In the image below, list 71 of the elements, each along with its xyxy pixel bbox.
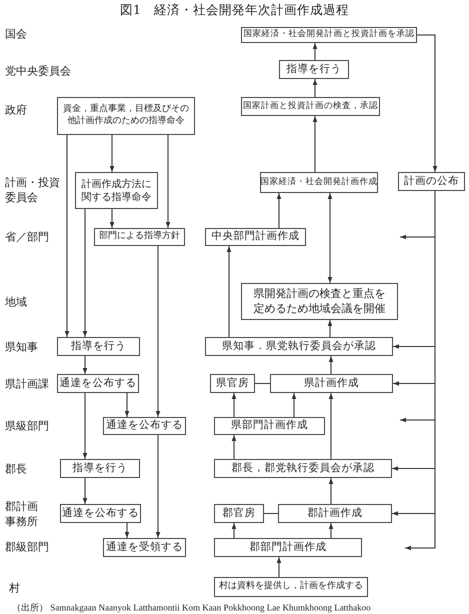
arrow — [82, 478, 88, 504]
row-label: 省／部門 — [5, 230, 49, 244]
process-box: 郡長，郡党執行委員会が承認 — [214, 459, 392, 478]
process-box: 通達を公布する — [60, 504, 141, 523]
row-label: 県知事 — [5, 340, 38, 354]
process-box: 指導を行う — [57, 337, 140, 356]
arrow — [156, 434, 160, 538]
arrow — [312, 42, 318, 60]
process-box: 郡計画作成 — [278, 504, 392, 523]
process-box: 国家計画と投資計画の検査，承認 — [241, 97, 380, 116]
arrow — [64, 134, 70, 338]
arrow — [166, 134, 170, 228]
row-label: 県計画課 — [5, 376, 49, 392]
arrow — [124, 522, 130, 538]
arrow — [110, 208, 114, 228]
process-box: 郡官房 — [214, 504, 264, 523]
source-note: （出所） Samnakgaan Naanyok Latthamontii Kom Kaan Pokkhoong Lae Khumkhoong Latthakoo — [12, 602, 371, 614]
process-box: 県部門計画作成 — [214, 417, 325, 435]
process-box: 国家経済・社会開発計画作成 — [260, 172, 378, 193]
arrow — [416, 34, 438, 172]
arrow — [232, 434, 236, 460]
process-box: 指導を行う — [60, 459, 140, 478]
arrow — [110, 134, 114, 172]
row-label: 郡計画事務所 — [5, 499, 39, 529]
arrow — [328, 320, 332, 338]
arrow — [232, 392, 236, 418]
process-box: 県開発計画の検査と重点を定めるため地域会議を開催 — [241, 283, 398, 320]
process-box: 通達を受領する — [103, 538, 186, 557]
process-box: 指導を行う — [279, 60, 349, 79]
arrow — [328, 522, 334, 538]
process-box: 計画の公布 — [398, 172, 465, 191]
row-label: 計画・投資委員会 — [5, 175, 61, 205]
row-label: 政府 — [5, 102, 27, 118]
arrow — [82, 356, 88, 374]
process-box: 中央部門計画作成 — [205, 228, 306, 246]
arrow — [328, 192, 332, 284]
row-label: 国会 — [5, 26, 27, 42]
row-label: 村 — [9, 580, 20, 596]
row-label: 県級部門 — [5, 418, 49, 434]
process-box: 資金，重点事業，目標及びその他計画作成のための指導命令 — [57, 97, 195, 135]
arrow — [226, 246, 232, 338]
arrow — [276, 192, 282, 228]
arrow — [82, 392, 88, 460]
connector-line — [254, 383, 270, 384]
arrow — [312, 78, 318, 98]
arrow — [328, 356, 334, 374]
arrow — [276, 556, 282, 578]
arrow — [328, 392, 334, 460]
process-box: 村は資料を提供し，計画を作成する — [214, 577, 368, 597]
arrow — [312, 116, 318, 172]
process-box: 県知事．県党執行委員会が承認 — [205, 337, 393, 356]
arrow — [292, 392, 296, 418]
arrow — [328, 478, 334, 504]
process-box: 部門による指導方針 — [94, 228, 185, 246]
row-label: 郡級部門 — [5, 540, 49, 554]
row-label: 郡長 — [5, 462, 27, 476]
row-label: 党中央委員会 — [5, 64, 71, 78]
process-box: 計画作成方法に関する指導命令 — [75, 172, 158, 209]
process-box: 郡部門計画作成 — [214, 538, 362, 557]
connector-line — [264, 513, 278, 514]
arrow — [82, 208, 88, 338]
process-box: 県官房 — [210, 374, 255, 393]
process-box: 通達を公布する — [57, 374, 139, 393]
process-box: 国家経済・社会開発計画と投資計画を承認 — [241, 27, 417, 43]
row-label: 地域 — [5, 294, 27, 310]
diagram-title: 図1 経済・社会開発年次計画作成過程 — [120, 2, 349, 19]
process-box: 県計画作成 — [270, 374, 393, 393]
arrow — [156, 246, 160, 418]
arrow — [124, 392, 130, 418]
process-box: 通達を公布する — [103, 417, 186, 435]
arrow — [232, 522, 236, 538]
